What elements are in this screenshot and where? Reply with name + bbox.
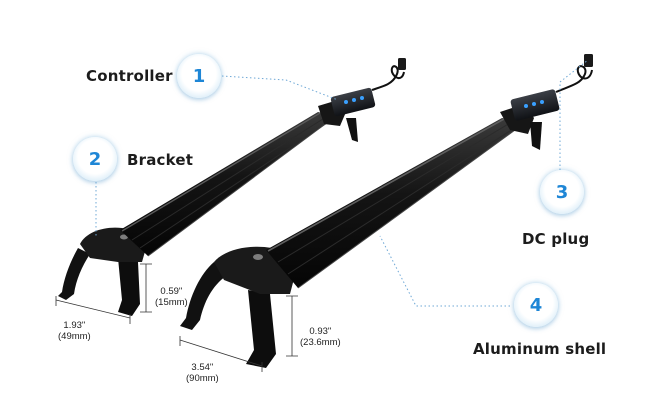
callout-label-aluminum-shell: Aluminum shell bbox=[473, 340, 607, 358]
light-bar-large bbox=[180, 54, 593, 368]
bracket-leg-left bbox=[180, 262, 226, 330]
callout-label-bracket: Bracket bbox=[127, 151, 194, 169]
dim-line-body-width bbox=[179, 336, 263, 372]
dim-metric: (23.6mm) bbox=[300, 337, 341, 348]
leader-line-aluminum-shell bbox=[379, 235, 510, 307]
leader-line-controller bbox=[221, 75, 339, 101]
callout-label-controller: Controller bbox=[86, 67, 173, 85]
callout-number: 3 bbox=[555, 181, 569, 203]
bracket-leg-right bbox=[246, 290, 276, 368]
dimension-lines bbox=[55, 263, 298, 372]
bracket-leg-left bbox=[58, 248, 90, 300]
bracket-leg-right bbox=[118, 258, 140, 316]
callout-badge-3: 3 bbox=[540, 170, 584, 214]
callout-number: 2 bbox=[88, 148, 102, 170]
callout-label-dc-plug: DC plug bbox=[522, 230, 590, 248]
light-bar-small bbox=[58, 58, 406, 316]
dim-line-bracket-height bbox=[140, 263, 152, 313]
dim-metric: (15mm) bbox=[155, 297, 188, 308]
dim-metric: (90mm) bbox=[186, 373, 219, 384]
dim-imperial: 0.59" bbox=[160, 286, 183, 297]
dim-line-bracket-width bbox=[55, 296, 131, 324]
dimension-bracket-width: 1.93" (49mm) bbox=[58, 320, 91, 342]
dimension-body-width: 3.54" (90mm) bbox=[186, 362, 219, 384]
callout-badge-4: 4 bbox=[514, 283, 558, 327]
dim-line-body-height bbox=[286, 295, 298, 357]
controller-unit-small bbox=[330, 58, 406, 117]
callout-number: 1 bbox=[192, 65, 206, 87]
dimension-bracket-height: 0.59" (15mm) bbox=[155, 286, 188, 308]
dimension-body-height: 0.93" (23.6mm) bbox=[300, 326, 341, 348]
callout-number: 4 bbox=[529, 294, 543, 316]
callout-badge-2: 2 bbox=[73, 137, 117, 181]
callout-badge-1: 1 bbox=[177, 54, 221, 98]
controller-unit-large bbox=[510, 54, 593, 121]
leader-lines bbox=[95, 59, 589, 307]
dim-imperial: 0.93" bbox=[309, 326, 332, 337]
dim-imperial: 1.93" bbox=[63, 320, 86, 331]
dim-imperial: 3.54" bbox=[191, 362, 214, 373]
dim-metric: (49mm) bbox=[58, 331, 91, 342]
leader-line-dc-plug bbox=[559, 59, 589, 170]
